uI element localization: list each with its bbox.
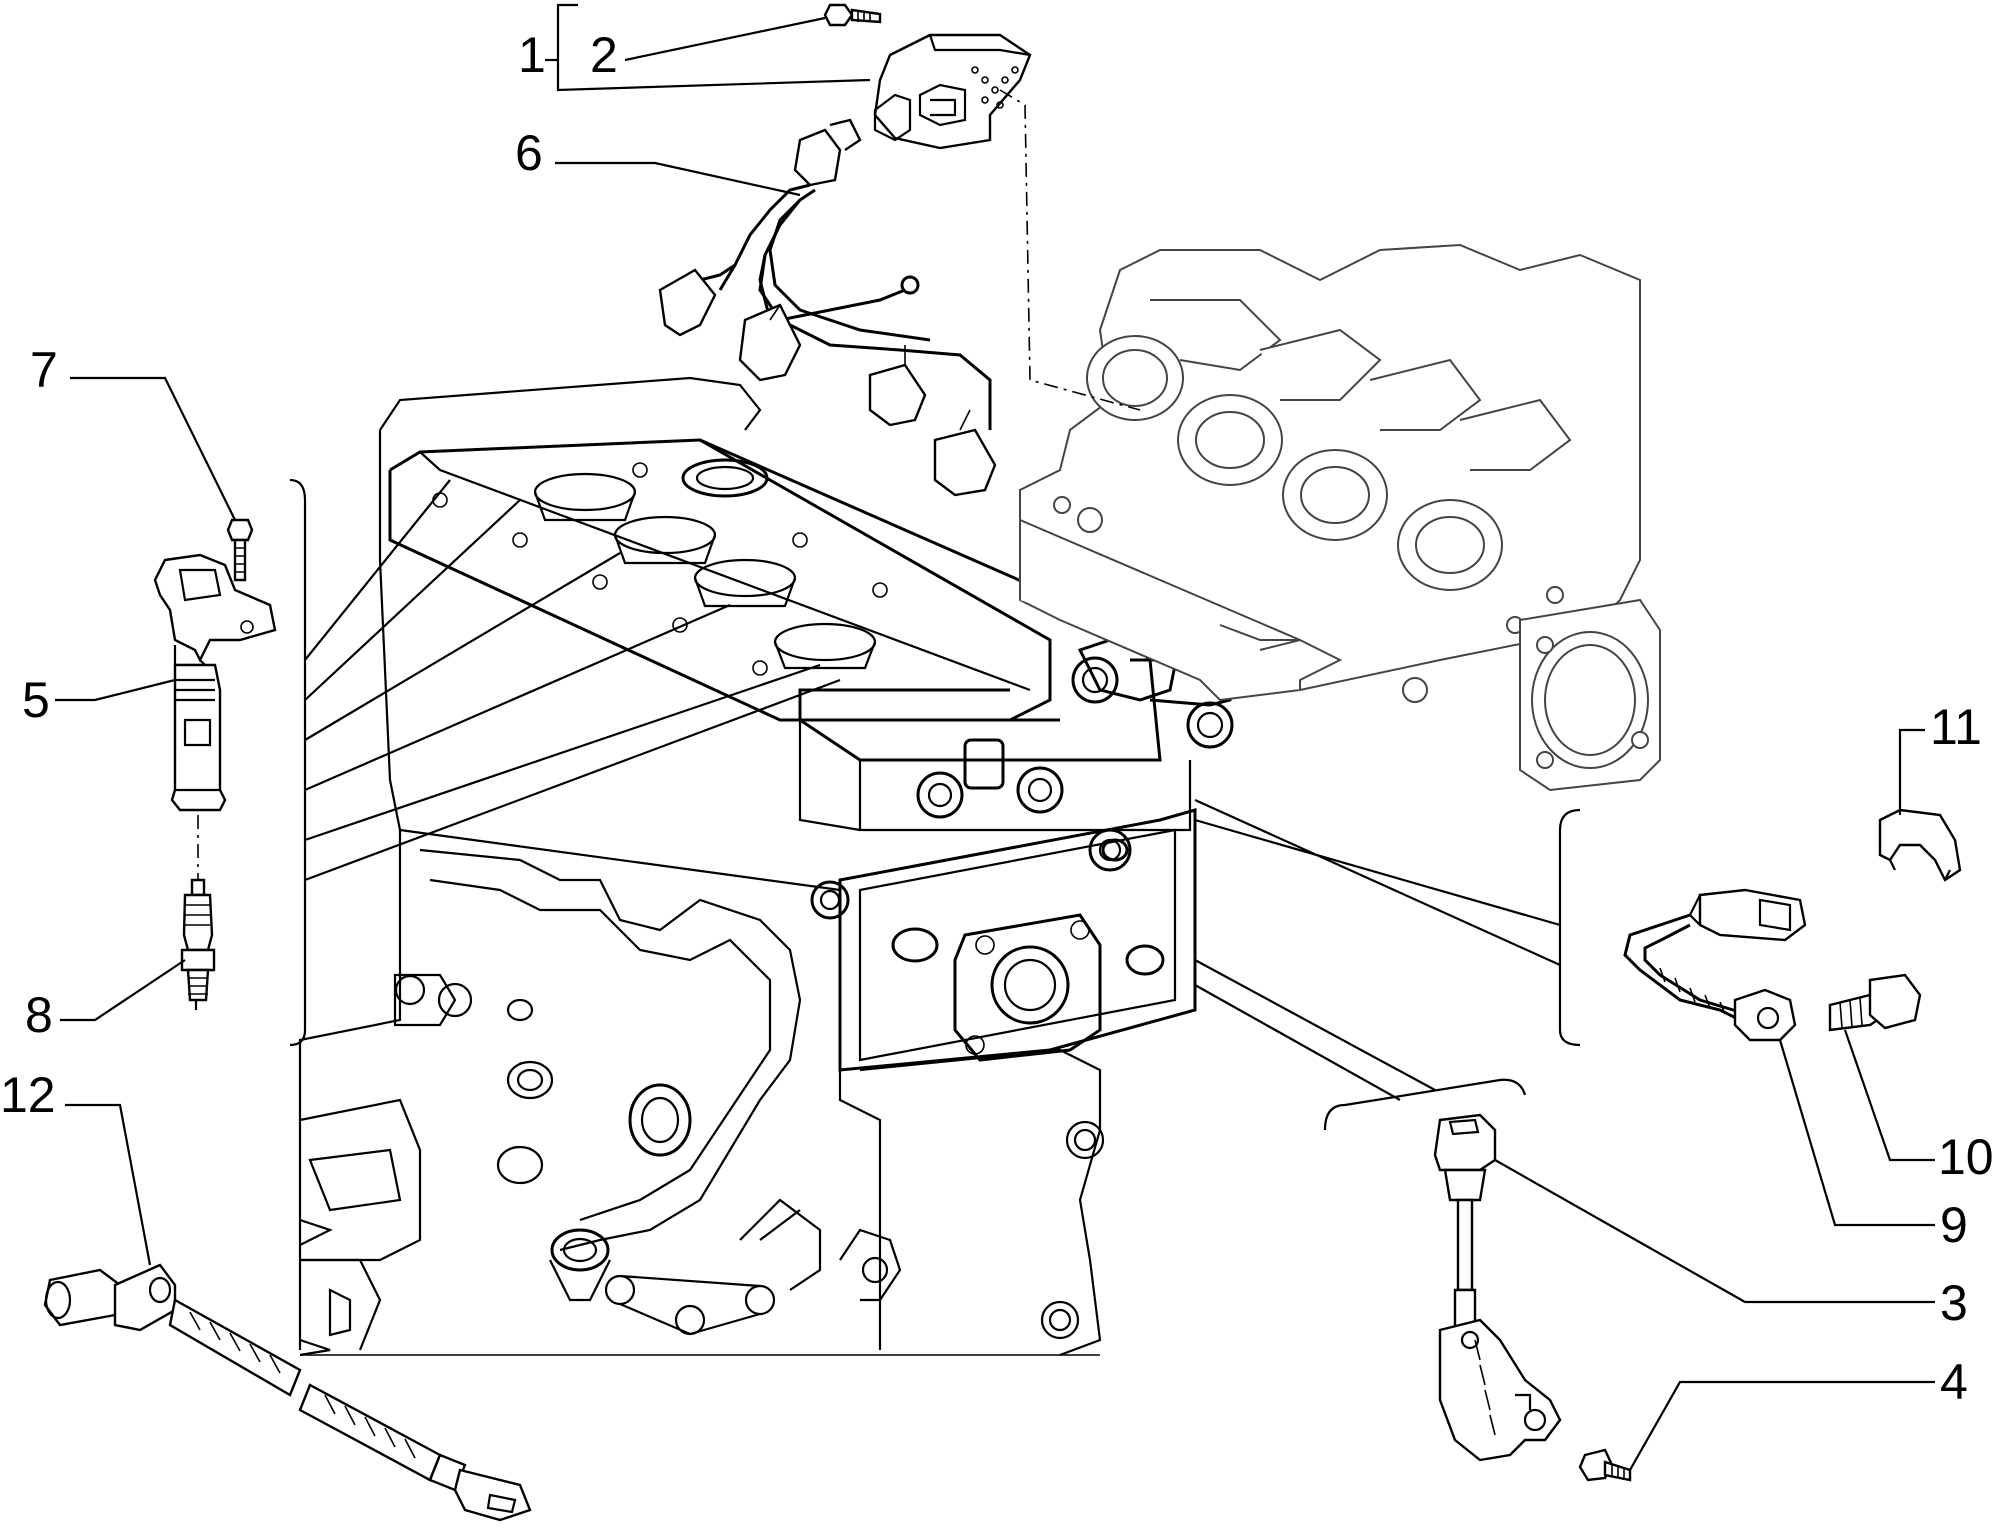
coil-and-plug (153, 518, 277, 1010)
callout-9: 9 (1940, 1197, 1968, 1253)
tdc-sensor (1433, 1113, 1632, 1482)
callout-11: 11 (1930, 699, 1982, 755)
intake-manifold (1019, 243, 1661, 792)
callout-6: 6 (515, 125, 543, 181)
throttle-position-sensor (823, 3, 1032, 150)
callout-10: 10 (1938, 1129, 1994, 1185)
wiring-harness (658, 118, 997, 497)
callout-2: 2 (590, 27, 618, 83)
crank-sensor (43, 1263, 532, 1522)
leader-lines (55, 3, 1935, 1471)
callout-5: 5 (22, 672, 50, 728)
callout-3: 3 (1940, 1275, 1968, 1331)
callout-8: 8 (25, 987, 53, 1043)
callout-12: 12 (0, 1067, 56, 1123)
callout-1: 1 (518, 27, 546, 83)
callout-7: 7 (30, 342, 58, 398)
knock-sensor (1623, 888, 1922, 1042)
clip (1878, 808, 1962, 882)
callout-4: 4 (1940, 1354, 1968, 1410)
